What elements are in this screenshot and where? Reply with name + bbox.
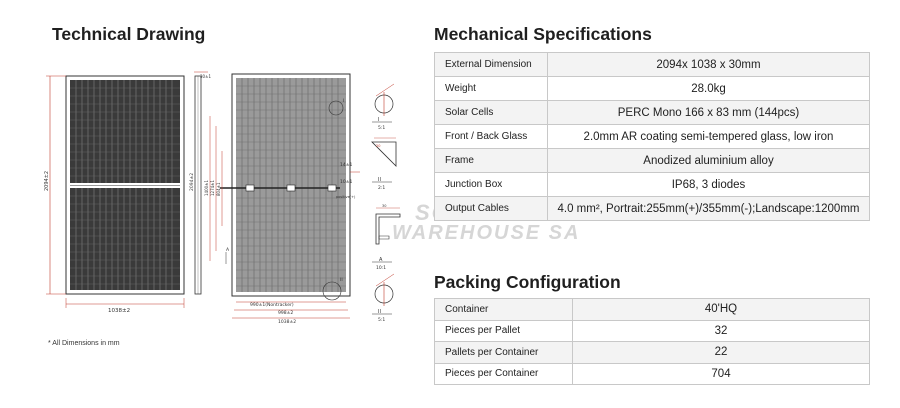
spec-value: IP68, 3 diodes bbox=[547, 172, 870, 197]
back-view: 1400±1 1274±1 804±1 A 14±1 10±1 positive… bbox=[204, 73, 360, 325]
table-row: Solar Cells PERC Mono 166 x 83 mm (144pc… bbox=[434, 100, 870, 125]
technical-drawing-heading: Technical Drawing bbox=[52, 24, 206, 44]
detail-ii-scale: 2:1 bbox=[378, 185, 385, 191]
technical-drawing: 2094±2 1038±2 30±1 2094±2 bbox=[44, 71, 401, 325]
spec-label: Junction Box bbox=[434, 172, 548, 197]
profile-thickness: 20 bbox=[376, 144, 380, 148]
inner-width-label: 998±2 bbox=[278, 310, 293, 316]
front-width-label: 1038±2 bbox=[108, 308, 130, 314]
table-row: Pallets per Container 22 bbox=[434, 341, 870, 364]
spec-value: 2.0mm AR coating semi-tempered glass, lo… bbox=[547, 124, 870, 149]
spec-value: PERC Mono 166 x 83 mm (144pcs) bbox=[547, 100, 870, 125]
packing-config-heading: Packing Configuration bbox=[434, 272, 621, 292]
detail-a-marker: A bbox=[226, 247, 230, 253]
packing-value: 22 bbox=[572, 341, 870, 364]
spec-label: Front / Back Glass bbox=[434, 124, 548, 149]
back-width-label: 1038±2 bbox=[278, 319, 296, 325]
section-a-scale: 10:1 bbox=[376, 265, 386, 271]
spec-label: Frame bbox=[434, 148, 548, 173]
packing-label: Pieces per Container bbox=[434, 362, 573, 385]
table-row: Pieces per Pallet 32 bbox=[434, 319, 870, 342]
table-row: Pieces per Container 704 bbox=[434, 362, 870, 385]
spec-label: External Dimension bbox=[434, 52, 548, 77]
section-a-title: A bbox=[379, 257, 383, 263]
packing-config-table: Container 40'HQ Pieces per Pallet 32 Pal… bbox=[434, 298, 870, 385]
detail-ii-title: II bbox=[378, 177, 381, 183]
packing-label: Container bbox=[434, 298, 573, 321]
table-row: Front / Back Glass 2.0mm AR coating semi… bbox=[434, 124, 870, 149]
table-row: Output Cables 4.0 mm², Portrait:255mm(+)… bbox=[434, 196, 870, 221]
table-row: Frame Anodized aluminium alloy bbox=[434, 148, 870, 173]
detail-views: I 5:1 20 II 2:1 30 A 10:1 II 5:1 bbox=[371, 83, 401, 323]
profile-width: 30 bbox=[382, 204, 386, 208]
packing-label: Pieces per Pallet bbox=[434, 319, 573, 342]
side-height-label: 2094±2 bbox=[189, 173, 195, 191]
detail-i-title: I bbox=[378, 117, 379, 123]
front-view: 2094±2 1038±2 bbox=[44, 75, 185, 314]
table-row: External Dimension 2094x 1038 x 30mm bbox=[434, 52, 870, 77]
detail-i-marker: I bbox=[343, 98, 344, 104]
table-row: Junction Box IP68, 3 diodes bbox=[434, 172, 870, 197]
watermark-line-2: WAREHOUSE SA bbox=[392, 222, 581, 244]
detail-b-scale: 5:1 bbox=[378, 317, 385, 323]
nontracker-width-label: 990±1(Nontracker) bbox=[250, 302, 294, 308]
positive-cable-label: positive(+) bbox=[336, 195, 356, 199]
spec-value: 4.0 mm², Portrait:255mm(+)/355mm(-);Land… bbox=[547, 196, 870, 221]
mount-distance-3: 804±1 bbox=[216, 182, 221, 196]
spec-value: 2094x 1038 x 30mm bbox=[547, 52, 870, 77]
packing-value: 40'HQ bbox=[572, 298, 870, 321]
detail-b-title: II bbox=[378, 309, 381, 315]
spec-value: Anodized aluminium alloy bbox=[547, 148, 870, 173]
mount-distance-1: 1400±1 bbox=[204, 179, 209, 196]
mechanical-specs-heading: Mechanical Specifications bbox=[434, 24, 652, 44]
packing-value: 32 bbox=[572, 319, 870, 342]
detail-ii-marker: II bbox=[340, 277, 343, 283]
table-row: Container 40'HQ bbox=[434, 298, 870, 321]
cable-length-label: 14±1 bbox=[340, 162, 352, 168]
mount-distance-2: 1274±1 bbox=[210, 179, 215, 196]
dimensions-note: * All Dimensions in mm bbox=[48, 340, 120, 347]
spec-label: Output Cables bbox=[434, 196, 548, 221]
spec-label: Weight bbox=[434, 76, 548, 101]
front-height-label: 2094±2 bbox=[44, 171, 50, 191]
side-view: 30±1 2094±2 bbox=[189, 71, 211, 295]
cable-length-label-2: 10±1 bbox=[340, 179, 352, 185]
side-thickness-label: 30±1 bbox=[200, 74, 211, 79]
packing-value: 704 bbox=[572, 362, 870, 385]
spec-label: Solar Cells bbox=[434, 100, 548, 125]
packing-label: Pallets per Container bbox=[434, 341, 573, 364]
detail-i-scale: 5:1 bbox=[378, 125, 385, 131]
spec-value: 28.0kg bbox=[547, 76, 870, 101]
table-row: Weight 28.0kg bbox=[434, 76, 870, 101]
mechanical-specs-table: External Dimension 2094x 1038 x 30mm Wei… bbox=[434, 52, 870, 221]
